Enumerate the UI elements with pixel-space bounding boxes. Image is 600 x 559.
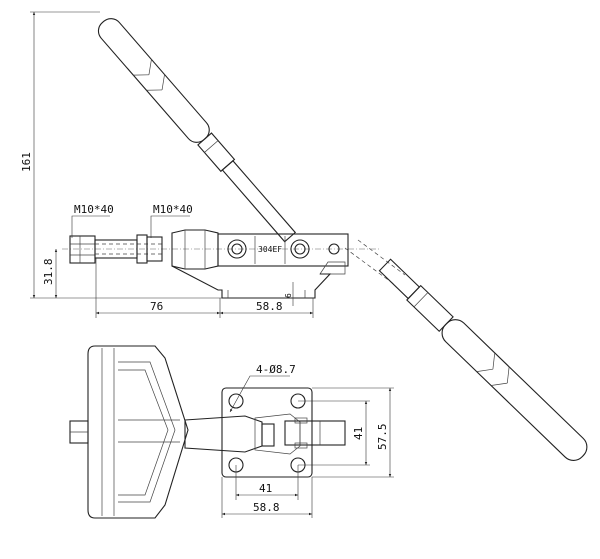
collar [171,229,219,270]
dim-31-8: 31.8 [42,259,55,286]
clamp-body [217,233,349,267]
upper-handle [97,18,297,243]
dim-6: 6 [284,293,293,298]
dim-161: 161 [20,152,33,172]
handle-grip-top [87,345,189,519]
top-view: 41 57.5 41 58.8 4-Ø8.7 [69,345,394,519]
hole-spec-label: 4-Ø8.7 [256,363,296,376]
body-marking: 304EF [258,245,282,254]
dim-58-8-top: 58.8 [253,501,280,514]
base-plate [171,265,332,299]
dim-41-horizontal: 41 [259,482,272,495]
thread-label-2: M10*40 [153,203,193,216]
side-view: 304EF 161 31.8 76 58.8 6 M10*40 M10*40 [20,11,588,461]
mounting-plate [221,387,313,478]
dim-57-5: 57.5 [376,424,389,451]
dim-76: 76 [150,300,163,313]
bolt-head [69,235,96,264]
dim-58-8: 58.8 [256,300,283,313]
lower-handle [378,258,588,461]
dim-41-vertical: 41 [352,427,365,440]
mount-hole [228,393,244,409]
thread-label-1: M10*40 [74,203,114,216]
